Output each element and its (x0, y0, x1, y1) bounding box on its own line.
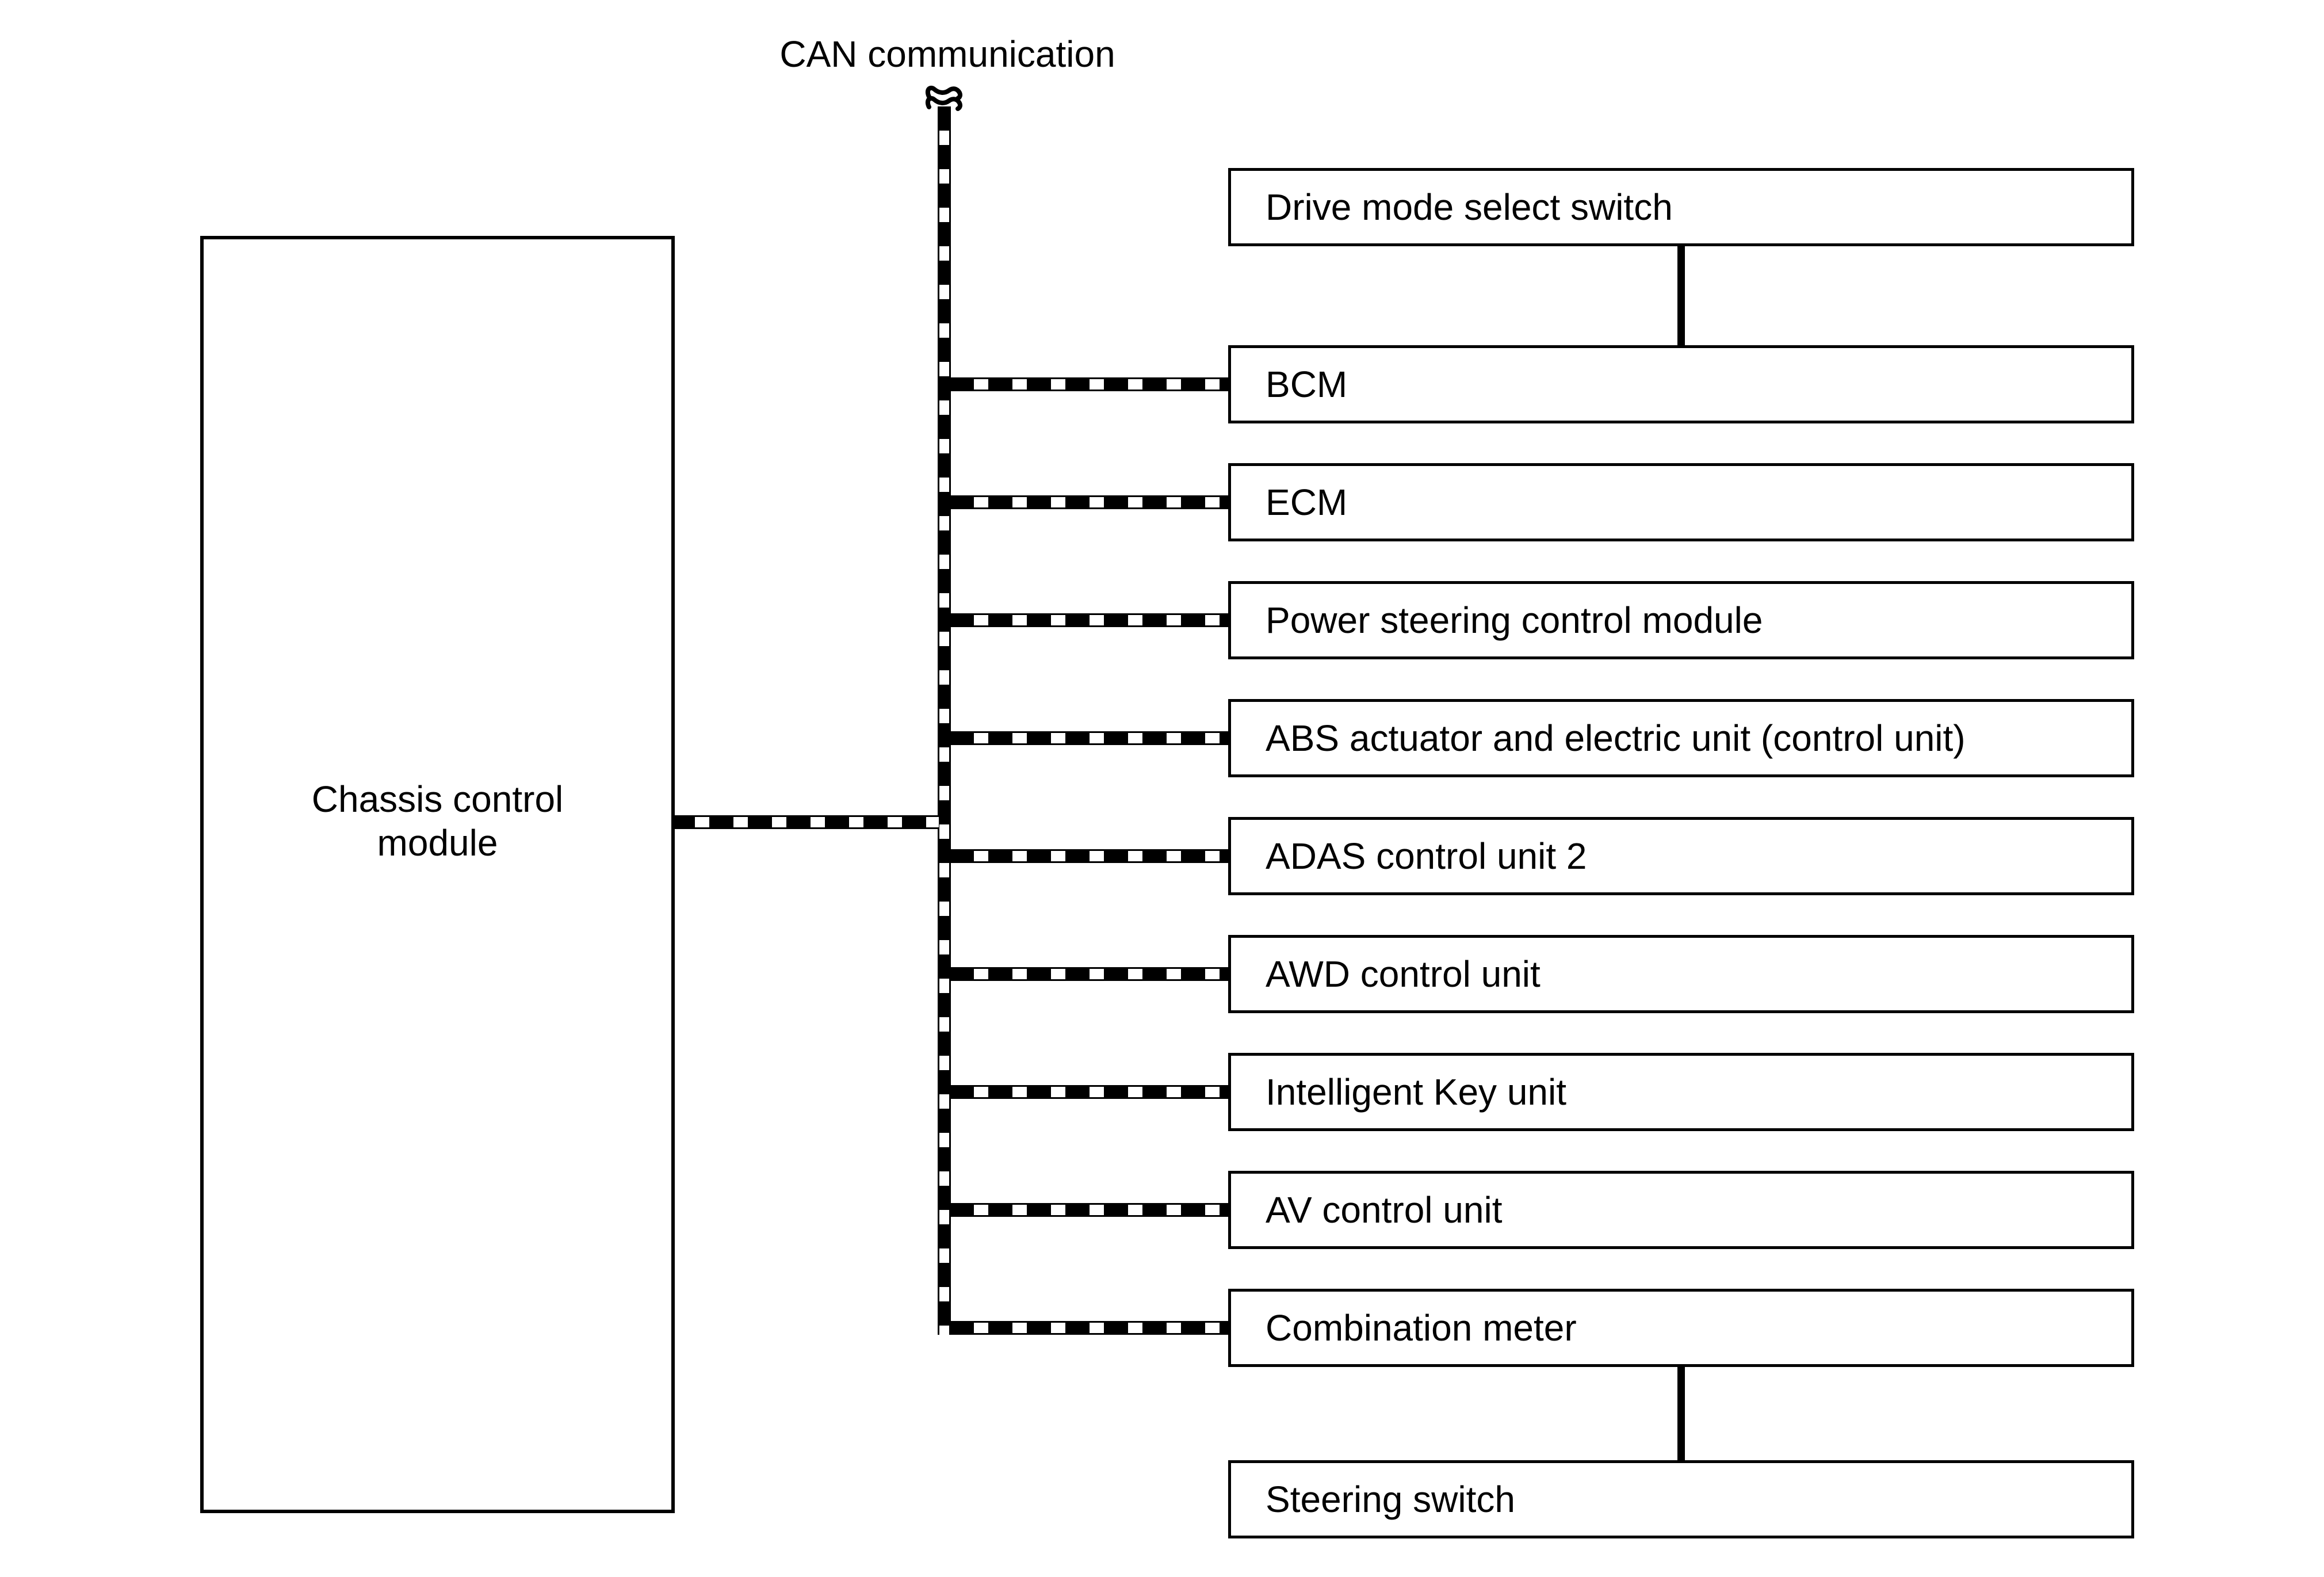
module-box-drive-mode-select-switch: Drive mode select switch (1228, 168, 2134, 246)
module-box-bcm: BCM (1228, 345, 2134, 423)
module-label: Chassis control module (311, 778, 564, 864)
module-label: Intelligent Key unit (1266, 1071, 1566, 1113)
chassis-label-wrap: Chassis control module (200, 777, 675, 865)
module-label: ADAS control unit 2 (1266, 835, 1587, 877)
module-label: BCM (1266, 364, 1348, 405)
can-bus-branch-bcm (950, 377, 1231, 391)
can-bus-branch-av (950, 1203, 1231, 1217)
bus-break-icon (925, 85, 962, 111)
module-box-adas-control-unit-2: ADAS control unit 2 (1228, 817, 2134, 895)
module-box-awd-control-unit: AWD control unit (1228, 935, 2134, 1013)
module-label: AWD control unit (1266, 953, 1541, 995)
can-bus-trunk (938, 106, 951, 1335)
module-box-chassis-control-module (200, 236, 675, 1513)
can-bus-branch-adas (950, 849, 1231, 863)
module-box-abs-actuator-and-electric-unit: ABS actuator and electric unit (control … (1228, 699, 2134, 777)
module-label: ABS actuator and electric unit (control … (1266, 717, 1966, 759)
can-bus-branch-power-steering (950, 613, 1231, 627)
module-box-power-steering-control-module: Power steering control module (1228, 581, 2134, 659)
can-bus-branch-abs (950, 731, 1231, 745)
can-bus-branch-ecm (950, 495, 1231, 509)
module-box-ecm: ECM (1228, 463, 2134, 541)
can-bus-chassis-line (671, 815, 939, 829)
module-label: Steering switch (1266, 1479, 1515, 1520)
connector-drive-mode-to-bcm (1677, 245, 1685, 348)
module-label: ECM (1266, 482, 1348, 523)
connector-combination-meter-to-steering-switch (1677, 1366, 1685, 1463)
module-box-intelligent-key-unit: Intelligent Key unit (1228, 1053, 2134, 1131)
can-bus-branch-intelligent-key (950, 1085, 1231, 1099)
module-box-steering-switch: Steering switch (1228, 1460, 2134, 1538)
module-label: Drive mode select switch (1266, 186, 1673, 228)
can-bus-branch-combination-meter (950, 1321, 1231, 1335)
can-bus-title: CAN communication (779, 33, 1115, 75)
module-label: Combination meter (1266, 1307, 1577, 1349)
can-bus-branch-awd (950, 967, 1231, 981)
module-label: AV control unit (1266, 1189, 1503, 1231)
module-box-av-control-unit: AV control unit (1228, 1171, 2134, 1249)
module-box-combination-meter: Combination meter (1228, 1289, 2134, 1367)
module-label: Power steering control module (1266, 600, 1763, 641)
